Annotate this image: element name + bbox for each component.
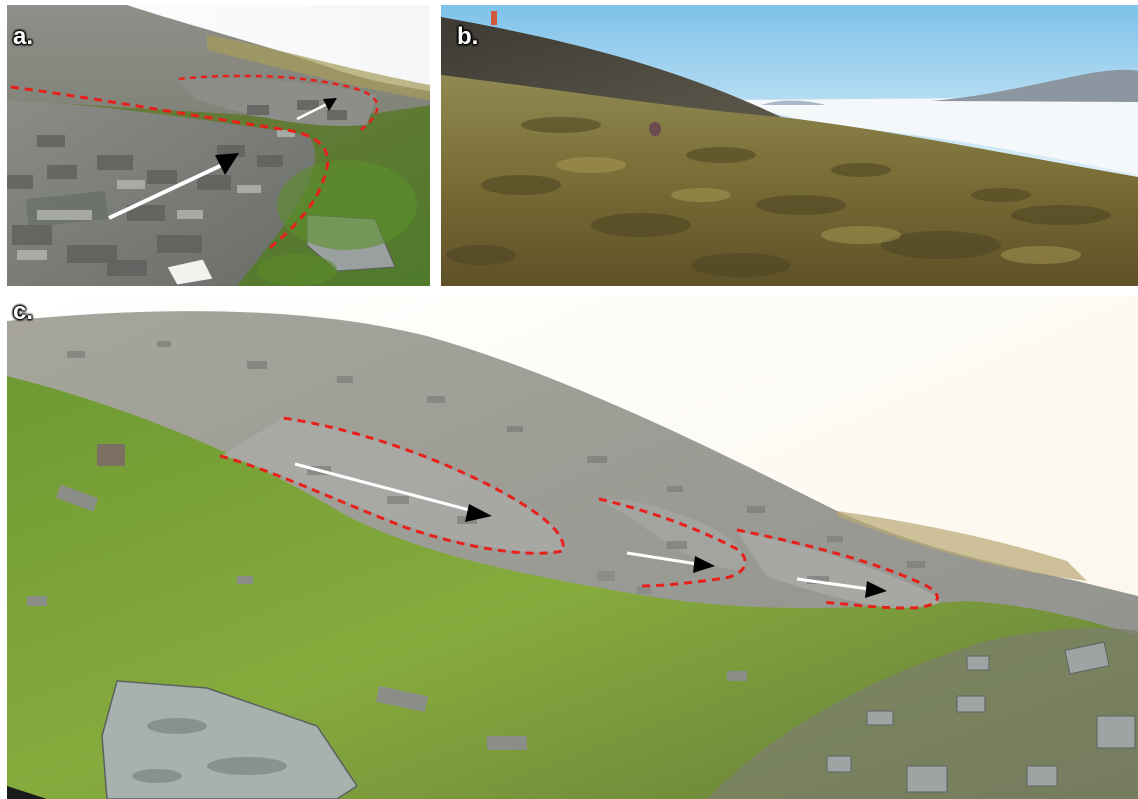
panel-a-outline-small bbox=[178, 74, 379, 134]
panel-b-tower bbox=[491, 11, 497, 25]
panel-b-mountain-right bbox=[931, 69, 1138, 102]
panel-b-texture bbox=[446, 117, 1111, 277]
panel-c-grass-rocks bbox=[27, 444, 747, 750]
panel-a-arrow-large bbox=[108, 163, 223, 220]
panel-c-arrow-3 bbox=[796, 577, 870, 591]
panel-b-scene bbox=[441, 5, 1138, 286]
panel-a-moss bbox=[277, 160, 417, 250]
panel-b-photo: b. bbox=[441, 5, 1138, 286]
panel-a-arrow-small-head bbox=[323, 98, 337, 111]
panel-a-rocks bbox=[7, 100, 347, 276]
panel-c-outline-3 bbox=[736, 528, 939, 610]
panel-a-arrow-large-head bbox=[215, 153, 239, 175]
panel-c-lobe-3 bbox=[737, 531, 940, 608]
panel-a-light-rocks bbox=[17, 130, 295, 260]
panel-b-fog bbox=[721, 97, 1138, 175]
panel-c-ridge-grass bbox=[837, 511, 1087, 581]
panel-c-arrow-1-head bbox=[465, 504, 492, 522]
panel-a-outline-large bbox=[10, 85, 330, 252]
panel-a-label: a. bbox=[13, 23, 34, 50]
panel-c-outline-2 bbox=[598, 497, 747, 588]
panel-c-photo: c. bbox=[7, 296, 1138, 799]
panel-a-ridge-grass bbox=[207, 35, 430, 100]
panel-a-photo: a. bbox=[7, 5, 430, 286]
panel-c-arrow-2-head bbox=[693, 556, 715, 573]
panel-c-arrow-2 bbox=[626, 551, 698, 566]
panel-a-scene bbox=[7, 5, 430, 286]
panel-c-corner bbox=[7, 786, 47, 799]
panel-a-notebook bbox=[166, 258, 214, 286]
panel-c-arrow-1 bbox=[294, 462, 474, 513]
panel-c-rock-field bbox=[707, 628, 1138, 799]
panel-b-mountain-left bbox=[761, 100, 826, 105]
panel-c-arrow-3-head bbox=[865, 581, 887, 598]
panel-a-arrow-small bbox=[296, 102, 328, 121]
panel-c-label: c. bbox=[13, 298, 34, 325]
panel-b-backpack bbox=[649, 122, 661, 136]
panel-c-foreground-rocks bbox=[826, 641, 1136, 793]
panel-b-label: b. bbox=[457, 23, 479, 50]
panel-c-lobe-2 bbox=[602, 499, 745, 571]
panel-c-scene bbox=[7, 296, 1138, 799]
panel-c-outline-1 bbox=[219, 416, 565, 555]
